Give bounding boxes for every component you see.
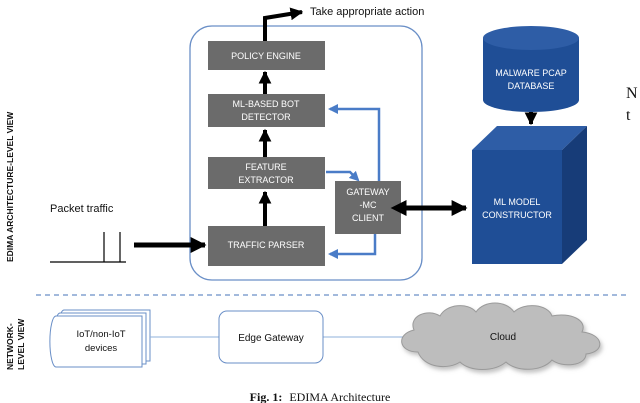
devices-stack-front — [49, 315, 143, 368]
policy-engine-box — [208, 41, 325, 70]
traffic-parser-box — [208, 226, 325, 266]
packet-traffic-signal — [50, 232, 126, 263]
traffic-parser-label: TRAFFIC PARSER — [228, 240, 305, 250]
figure-caption-text: EDIMA Architecture — [289, 390, 390, 403]
blue-arrow-extractor-to-client — [326, 170, 360, 182]
ml-constructor-label-line1: ML MODEL — [494, 197, 541, 207]
margin-text-line1: N — [626, 85, 638, 102]
malware-database-body — [483, 38, 579, 112]
margin-text-line2: t — [626, 107, 631, 124]
edge-gateway-box — [218, 310, 324, 364]
ml-constructor-top — [472, 126, 587, 150]
bot-detector-box — [208, 94, 325, 127]
edge-gateway-container — [189, 25, 423, 281]
gateway-mc-client-box — [335, 181, 401, 234]
figure-caption-label: Fig. 1: — [250, 390, 283, 403]
ml-constructor-front — [472, 150, 562, 264]
ml-constructor-label-line2: CONSTRUCTOR — [482, 210, 552, 220]
gateway-mc-client-line1: GATEWAY — [346, 187, 389, 197]
blue-arrow-client-to-parser — [328, 234, 377, 259]
gateway-mc-client-line2: -MC — [360, 200, 377, 210]
bot-detector-label-line1: ML-BASED BOT — [232, 99, 300, 109]
action-label: Take appropriate action — [310, 6, 424, 18]
feature-extractor-label-line1: FEATURE — [245, 162, 286, 172]
devices-label-line2: devices — [85, 343, 117, 354]
bot-detector-label-line2: DETECTOR — [241, 112, 291, 122]
ml-constructor-side — [562, 126, 587, 264]
gateway-mc-client-line3: CLIENT — [352, 213, 385, 223]
packet-traffic-label: Packet traffic — [50, 203, 114, 215]
blue-arrow-client-to-detector — [328, 104, 381, 181]
feature-extractor-box — [208, 157, 325, 189]
malware-database-label-line1: MALWARE PCAP — [495, 68, 567, 78]
malware-database-top — [483, 26, 579, 50]
devices-label-line1: IoT/non-IoT — [76, 329, 125, 340]
policy-engine-label: POLICY ENGINE — [231, 51, 301, 61]
network-view-label-line1: NETWORK- — [5, 323, 15, 370]
cloud-shape — [401, 302, 601, 370]
feature-extractor-label-line2: EXTRACTOR — [238, 175, 294, 185]
action-arrow — [263, 7, 304, 42]
malware-database-label-line2: DATABASE — [508, 81, 555, 91]
cloud-label: Cloud — [490, 332, 516, 343]
network-view-label-line2: LEVEL VIEW — [16, 318, 26, 370]
edge-gateway-label: Edge Gateway — [238, 333, 304, 344]
figure-caption: Fig. 1: EDIMA Architecture — [250, 390, 391, 403]
architecture-view-label: EDIMA ARCHITECTURE-LEVEL VIEW — [5, 111, 15, 262]
